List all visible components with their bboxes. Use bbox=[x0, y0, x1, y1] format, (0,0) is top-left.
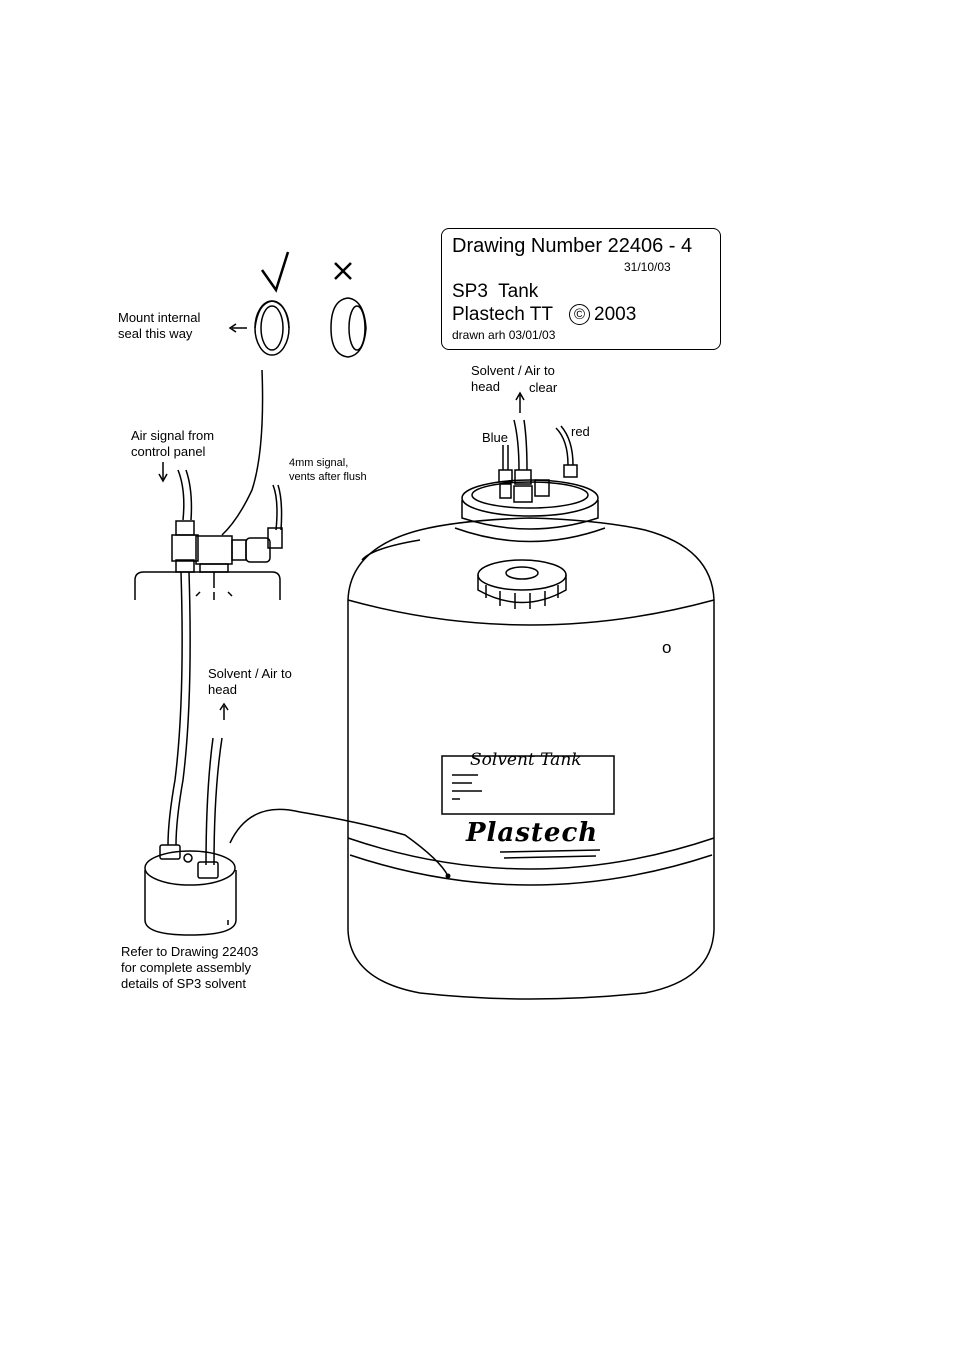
copyright-year: 2003 bbox=[594, 304, 637, 325]
blue-label: Blue bbox=[482, 430, 509, 445]
solvent-tank-icon bbox=[347, 479, 715, 1000]
drawn-by: drawn arh 03/01/03 bbox=[452, 328, 556, 342]
tank-indicator: o bbox=[662, 638, 672, 657]
drawing-number: Drawing Number 22406 - 4 bbox=[452, 235, 693, 257]
seal-correct-icon bbox=[254, 300, 290, 356]
title-block: Drawing Number 22406 - 4 31/10/03 SP3 Ta… bbox=[441, 228, 721, 350]
clear-label: clear bbox=[529, 380, 558, 395]
copyright-icon: © bbox=[569, 304, 590, 325]
tank-label-title: Solvent Tank bbox=[470, 750, 582, 770]
product-name: SP3 Tank bbox=[452, 281, 539, 302]
refer-note: Refer to Drawing 22403 for complete asse… bbox=[121, 944, 259, 991]
brand-logo: Plastech bbox=[466, 818, 599, 848]
company-name: Plastech TT bbox=[452, 304, 554, 325]
seal-wrong-icon bbox=[330, 297, 367, 358]
solvent-head-icon bbox=[144, 844, 237, 936]
red-label: red bbox=[571, 424, 590, 439]
solvent-head-top-label: Solvent / Air to head bbox=[471, 363, 555, 394]
drawing-date: 31/10/03 bbox=[624, 260, 671, 274]
seal-instruction: Mount internal seal this way bbox=[118, 310, 201, 341]
solvent-head-left-label: Solvent / Air to head bbox=[208, 666, 292, 697]
signal-4mm-label: 4mm signal, vents after flush bbox=[289, 457, 367, 483]
air-signal-label: Air signal from control panel bbox=[131, 428, 215, 459]
